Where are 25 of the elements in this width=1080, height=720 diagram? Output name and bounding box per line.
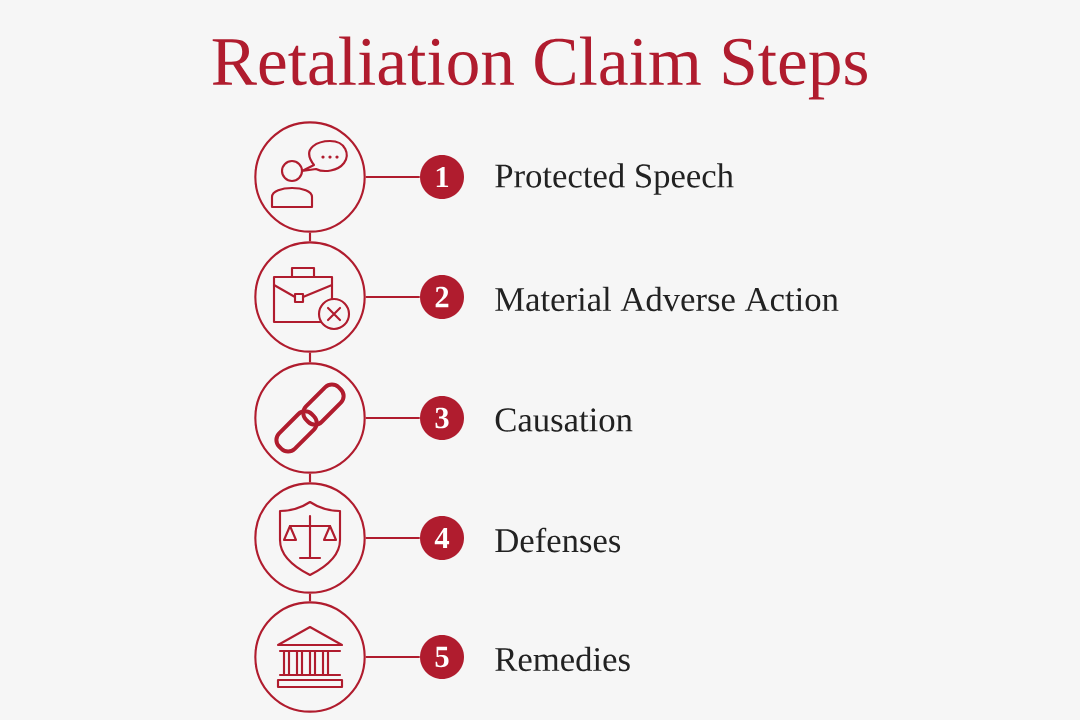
connector-line: [308, 473, 312, 483]
step-label: Defenses: [495, 527, 621, 553]
step-label: Material Adverse Action: [495, 286, 839, 312]
icon-circle: [254, 241, 366, 353]
connector-line: [365, 536, 420, 540]
icon-circle: [254, 362, 366, 474]
connector-line: [365, 655, 420, 659]
connector-line: [308, 232, 312, 242]
number-badge: 2: [420, 275, 464, 319]
icon-circle: [254, 121, 366, 233]
step-label: Remedies: [495, 646, 630, 672]
step-label: Protected Speech: [495, 163, 734, 195]
connector-line: [365, 295, 420, 299]
step-label: Causation: [495, 408, 633, 432]
title: Retaliation Claim Steps: [212, 36, 867, 100]
number-badge: 4: [420, 516, 464, 560]
connector-line: [308, 593, 312, 602]
connector-line: [365, 175, 420, 179]
icon-circle: [254, 601, 366, 713]
icon-circle: [254, 482, 366, 594]
number-badge: 5: [420, 635, 464, 679]
connector-line: [308, 352, 312, 363]
connector-line: [365, 416, 420, 420]
number-badge: 3: [420, 396, 464, 440]
number-badge: 1: [420, 155, 464, 199]
